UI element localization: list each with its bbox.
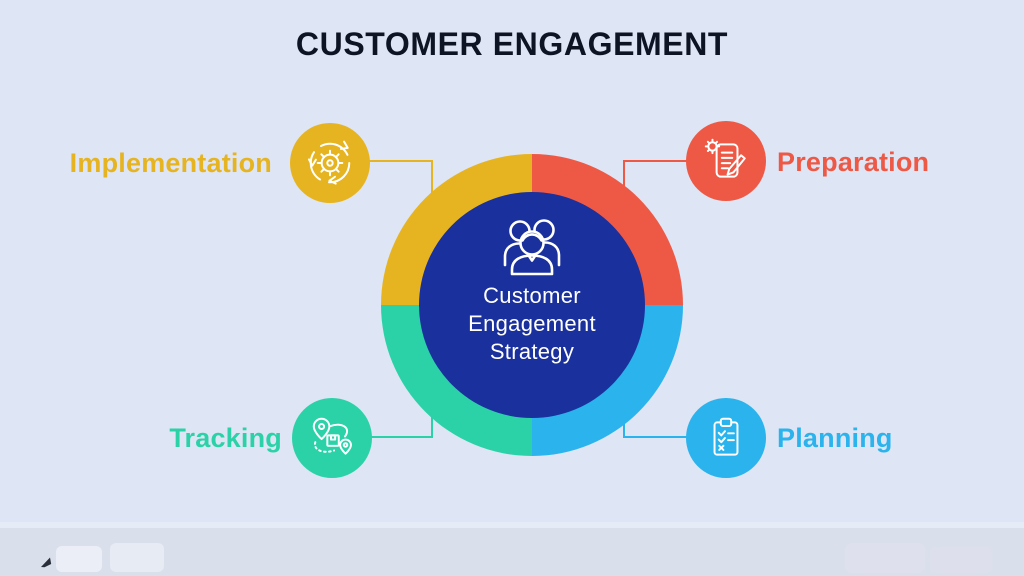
sync-gear-icon — [305, 138, 355, 188]
tracking-label: Tracking — [169, 423, 282, 453]
footer-ghost-button-2[interactable] — [110, 543, 164, 572]
preparation-node — [686, 121, 766, 201]
implementation-label: Implementation — [69, 148, 272, 178]
connector-preparation-horizontal — [623, 160, 689, 162]
connector-tracking-horizontal — [369, 436, 433, 438]
preparation-label: Preparation — [777, 147, 930, 177]
center-label-line3: Strategy — [489, 339, 575, 364]
connector-planning-horizontal — [623, 436, 689, 438]
connector-implementation-horizontal — [365, 160, 433, 162]
center-circle: Customer Engagement Strategy — [419, 192, 645, 418]
footer-ghost-button-1[interactable] — [56, 546, 102, 572]
planning-node — [686, 398, 766, 478]
tracking-node — [292, 398, 372, 478]
footer-divider — [0, 522, 1024, 528]
footer-ghost-button-3[interactable] — [845, 543, 925, 573]
clipboard-checklist-icon — [701, 413, 751, 463]
center-label: Customer Engagement Strategy — [468, 282, 596, 366]
pen-cursor-icon[interactable] — [38, 554, 54, 570]
center-label-line2: Engagement — [468, 311, 596, 336]
people-group-icon — [499, 216, 565, 278]
center-label-line1: Customer — [483, 283, 581, 308]
planning-label: Planning — [777, 423, 893, 453]
slide-title: CUSTOMER ENGAGEMENT — [295, 26, 729, 62]
document-pencil-icon — [701, 136, 751, 186]
footer-ghost-button-4[interactable] — [930, 547, 992, 573]
connector-implementation-vertical — [431, 160, 433, 212]
route-pins-icon — [307, 413, 357, 463]
implementation-node — [290, 123, 370, 203]
